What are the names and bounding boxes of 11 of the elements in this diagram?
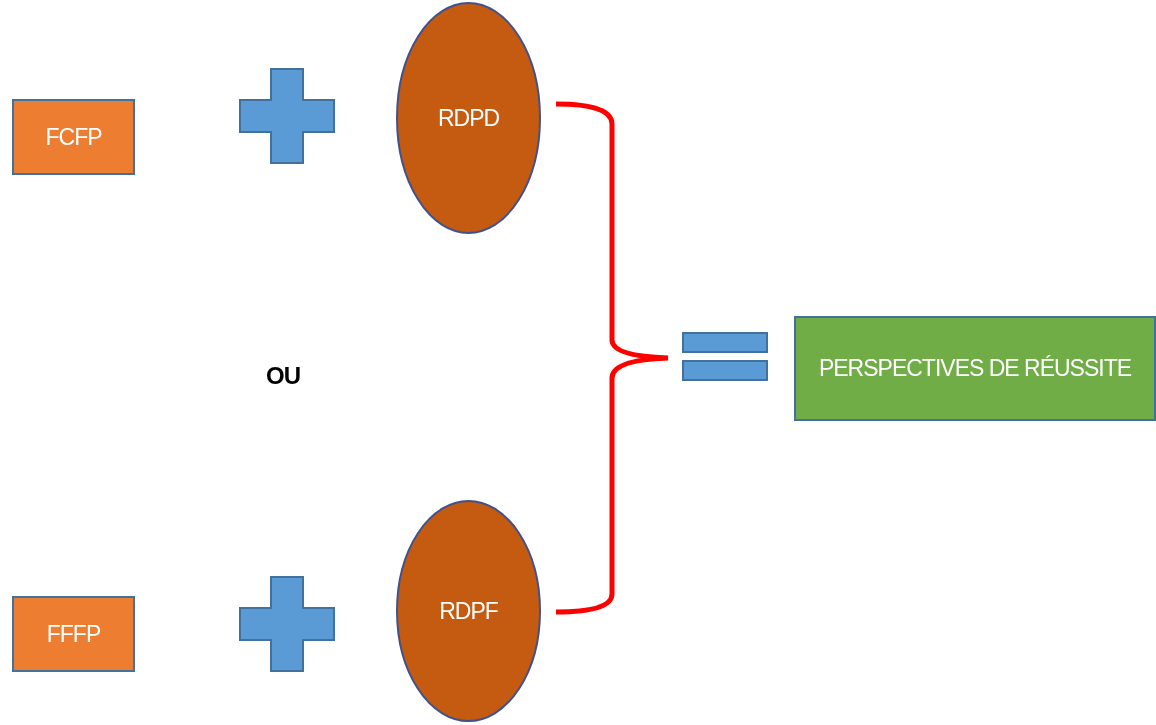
result-box	[794, 316, 1156, 421]
process-box	[12, 596, 135, 672]
node-text: RDPF	[439, 597, 498, 625]
connector-word: OU	[266, 362, 300, 390]
process-box	[12, 99, 135, 175]
node-text: RDPD	[437, 104, 500, 132]
ellipse-node	[396, 2, 541, 234]
node-text: FFFP	[46, 620, 101, 648]
node-text: PERSPECTIVES DE RÉUSSITE	[818, 355, 1132, 382]
ellipse-node	[396, 500, 541, 722]
node-text: FCFP	[45, 123, 102, 151]
